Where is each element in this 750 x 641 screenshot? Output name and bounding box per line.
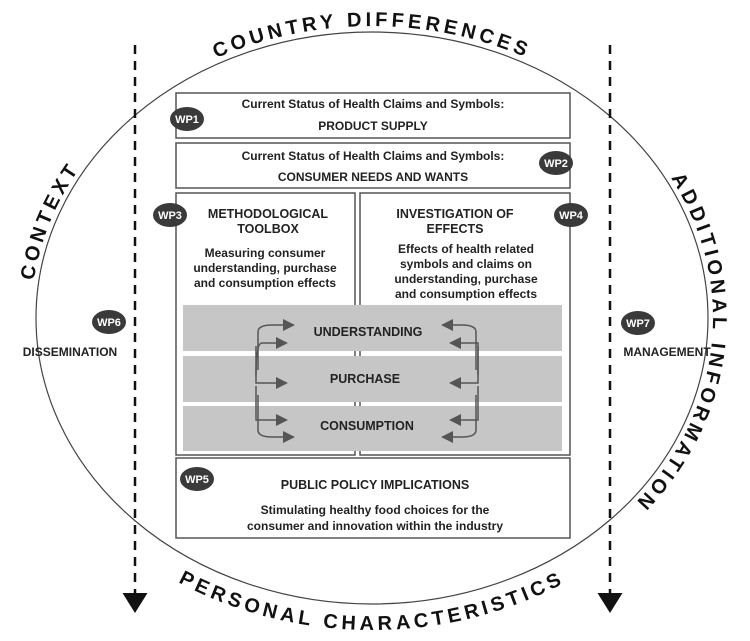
wp1-line2: PRODUCT SUPPLY — [318, 119, 428, 133]
svg-text:WP3: WP3 — [158, 210, 182, 222]
wp7-label: MANAGEMENT — [623, 345, 711, 359]
wp3-body-2: understanding, purchase — [193, 261, 337, 275]
stage-understanding: UNDERSTANDING — [314, 325, 423, 339]
wp2-line2: CONSUMER NEEDS AND WANTS — [278, 170, 468, 184]
svg-text:WP1: WP1 — [175, 114, 199, 126]
arrow-to-purchase-left — [255, 346, 288, 389]
arrow-understanding-to-consumption-left — [257, 395, 295, 443]
wp4-title-1: INVESTIGATION OF — [396, 207, 513, 221]
wp3-title-2: TOOLBOX — [237, 222, 299, 236]
wp4-body-3: understanding, purchase — [394, 272, 538, 286]
arrow-understanding-to-consumption-right — [441, 395, 477, 443]
stage-row-consumption — [183, 406, 562, 451]
arrow-purchase-to-understanding-right — [441, 319, 477, 370]
wp5-body-1: Stimulating healthy food choices for the — [261, 503, 490, 517]
label-additional-information: ADDITIONAL INFORMATION — [630, 169, 730, 516]
stage-row-understanding — [183, 305, 562, 351]
wp3-badge: WP3 — [153, 203, 187, 227]
arrow-purchase-to-understanding-left — [257, 319, 295, 370]
wp4-body-4: and consumption effects — [395, 287, 537, 301]
wp2-box: Current Status of Health Claims and Symb… — [175, 142, 571, 189]
wp6-label: DISSEMINATION — [23, 345, 117, 359]
context-ellipse — [35, 31, 709, 605]
wp3-title-1: METHODOLOGICAL — [208, 207, 328, 221]
wp4-body-1: Effects of health related — [398, 242, 534, 256]
wp1-box: Current Status of Health Claims and Symb… — [175, 92, 571, 139]
stages-band: UNDERSTANDING PURCHASE CONSUMPTION — [183, 305, 562, 451]
label-context: CONTEXT — [17, 158, 84, 282]
wp5-box: PUBLIC POLICY IMPLICATIONS Stimulating h… — [175, 457, 571, 539]
stage-consumption: CONSUMPTION — [320, 419, 414, 433]
label-personal-characteristics: PERSONAL CHARACTERISTICS — [176, 567, 569, 635]
svg-text:WP7: WP7 — [626, 318, 650, 330]
arrow-to-purchase-right — [449, 346, 479, 389]
wp1-badge: WP1 — [170, 107, 204, 131]
wp4-body-2: symbols and claims on — [400, 257, 532, 271]
stage-row-purchase — [183, 356, 562, 402]
wp5-title: PUBLIC POLICY IMPLICATIONS — [281, 478, 469, 492]
wp7-badge: WP7 — [621, 311, 655, 335]
svg-text:WP2: WP2 — [544, 158, 568, 170]
wp5-body-2: consumer and innovation within the indus… — [247, 519, 503, 533]
stage-purchase: PURCHASE — [330, 372, 400, 386]
wp3-body-3: and consumption effects — [194, 276, 336, 290]
label-country-differences: COUNTRY DIFFERENCES — [210, 9, 535, 63]
wp3-body-1: Measuring consumer — [205, 246, 326, 260]
wp1-line1: Current Status of Health Claims and Symb… — [242, 97, 505, 111]
arrow-to-consumption-right — [449, 386, 479, 426]
wp2-line1: Current Status of Health Claims and Symb… — [242, 149, 505, 163]
svg-text:WP5: WP5 — [185, 474, 209, 486]
arrow-to-consumption-left — [255, 386, 288, 426]
wp5-badge: WP5 — [180, 467, 214, 491]
wp2-badge: WP2 — [539, 151, 573, 175]
svg-text:WP6: WP6 — [97, 317, 121, 329]
wp4-title-2: EFFECTS — [427, 222, 484, 236]
wp4-badge: WP4 — [554, 203, 588, 227]
wp6-badge: WP6 — [92, 310, 126, 334]
svg-text:WP4: WP4 — [559, 210, 584, 222]
